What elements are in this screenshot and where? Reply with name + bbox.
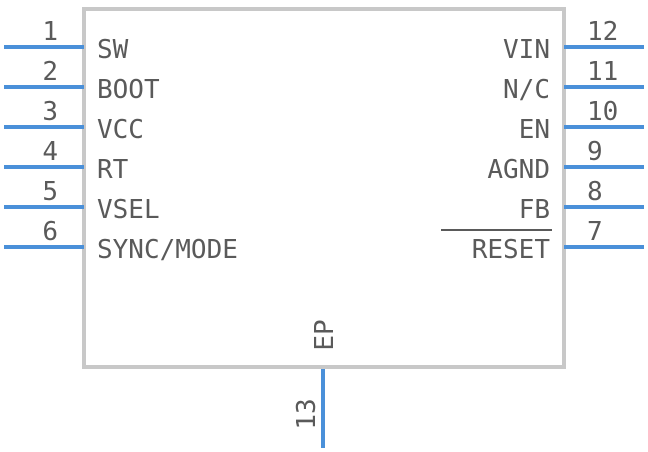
pin-8-number: 8 <box>587 177 603 207</box>
pin-4-name: RT <box>97 155 129 185</box>
pin-9-name: AGND <box>487 155 550 185</box>
pin-2-name: BOOT <box>97 75 160 105</box>
pin-12-number: 12 <box>587 17 618 47</box>
pin-8-name: FB <box>519 195 550 225</box>
pin-1-number: 1 <box>42 17 58 47</box>
pin-11-name: N/C <box>503 75 550 105</box>
pin-3-number: 3 <box>42 97 58 127</box>
pin-7-name: RESET <box>472 235 551 265</box>
pin-9-number: 9 <box>587 137 603 167</box>
pin-2-number: 2 <box>42 57 58 87</box>
pin-12-name: VIN <box>503 35 550 65</box>
pin-3-name: VCC <box>97 115 144 145</box>
component-body <box>82 7 566 369</box>
pin-13-number: 13 <box>292 398 322 429</box>
pin-10-name: EN <box>519 115 550 145</box>
pin-6-name: SYNC/MODE <box>97 235 238 265</box>
pin-7-number: 7 <box>587 217 603 247</box>
pin-11-number: 11 <box>587 57 618 87</box>
pin-4-number: 4 <box>42 137 58 167</box>
pin-13-name: EP <box>310 319 340 350</box>
pin-5-name: VSEL <box>97 195 160 225</box>
pin-5-number: 5 <box>42 177 58 207</box>
pin-10-number: 10 <box>587 97 618 127</box>
pin-1-name: SW <box>97 35 129 65</box>
pin-6-number: 6 <box>42 217 58 247</box>
